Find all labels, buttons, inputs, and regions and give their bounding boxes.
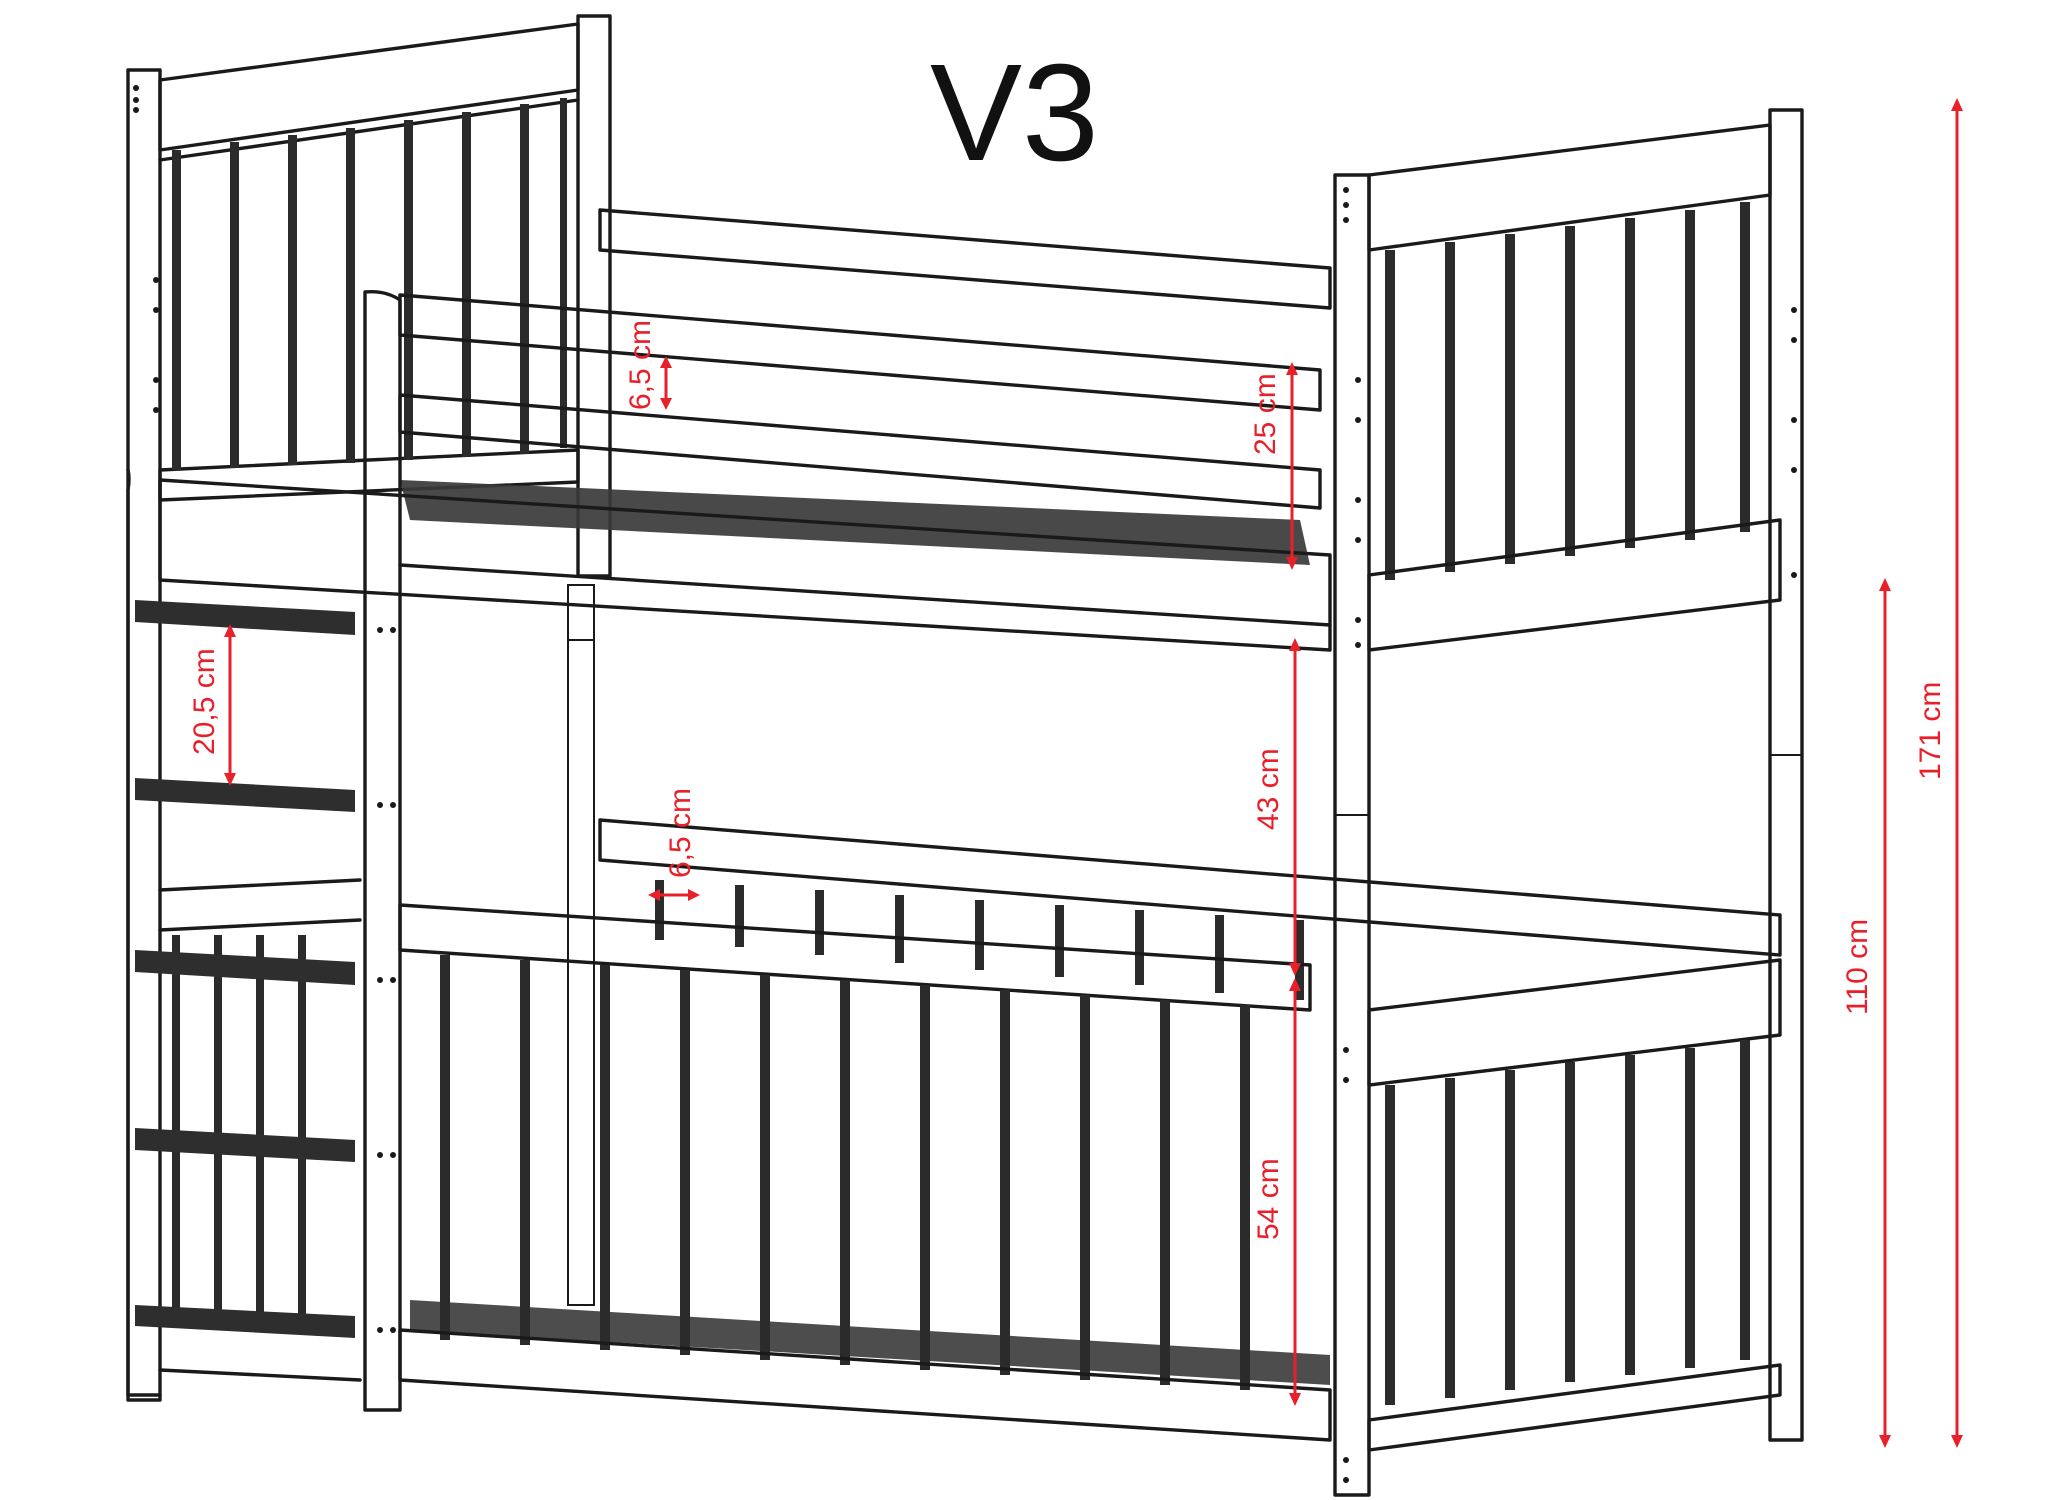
dim-label-ladder-rung-spacing: 20,5 cm [188, 648, 221, 755]
lower-front-slats [440, 955, 1250, 1390]
right-footboard [1333, 108, 1804, 1497]
dim-label-upper-guard-gap: 6,5 cm [624, 320, 657, 410]
dimension-lower-bed-height: 54 cm [1252, 978, 1301, 1406]
right-footboard-upper-slats [1385, 202, 1750, 580]
lower-bed [398, 818, 1782, 1442]
dimension-upper-guard-height: 25 cm [1249, 362, 1298, 570]
dimension-lower-guard-gap: 6,5 cm [648, 788, 700, 901]
dim-label-upper-guard-height: 25 cm [1249, 373, 1282, 455]
lower-back-slats [655, 880, 1304, 1000]
dim-label-lower-total-height: 110 cm [1841, 919, 1874, 1015]
dim-label-total-height: 171 cm [1914, 682, 1947, 780]
dimension-total-height: 171 cm [1914, 98, 1963, 1448]
model-title: V3 [930, 36, 1099, 190]
dim-label-between-beds: 43 cm [1252, 748, 1285, 830]
upper-bed [158, 208, 1332, 652]
ladder [126, 289, 402, 1412]
rear-middle-post [567, 584, 595, 1306]
dimension-between-beds: 43 cm [1252, 638, 1301, 976]
dimension-lower-total-height: 110 cm [1841, 578, 1891, 1448]
dimension-upper-guard-gap: 6,5 cm [624, 320, 672, 410]
dim-label-lower-bed-height: 54 cm [1252, 1158, 1285, 1240]
dimension-ladder-rung-spacing: 20,5 cm [188, 624, 236, 786]
right-footboard-lower-slats [1385, 1040, 1750, 1405]
left-headboard-slats [172, 98, 567, 470]
dim-label-lower-guard-gap: 6,5 cm [664, 788, 697, 878]
